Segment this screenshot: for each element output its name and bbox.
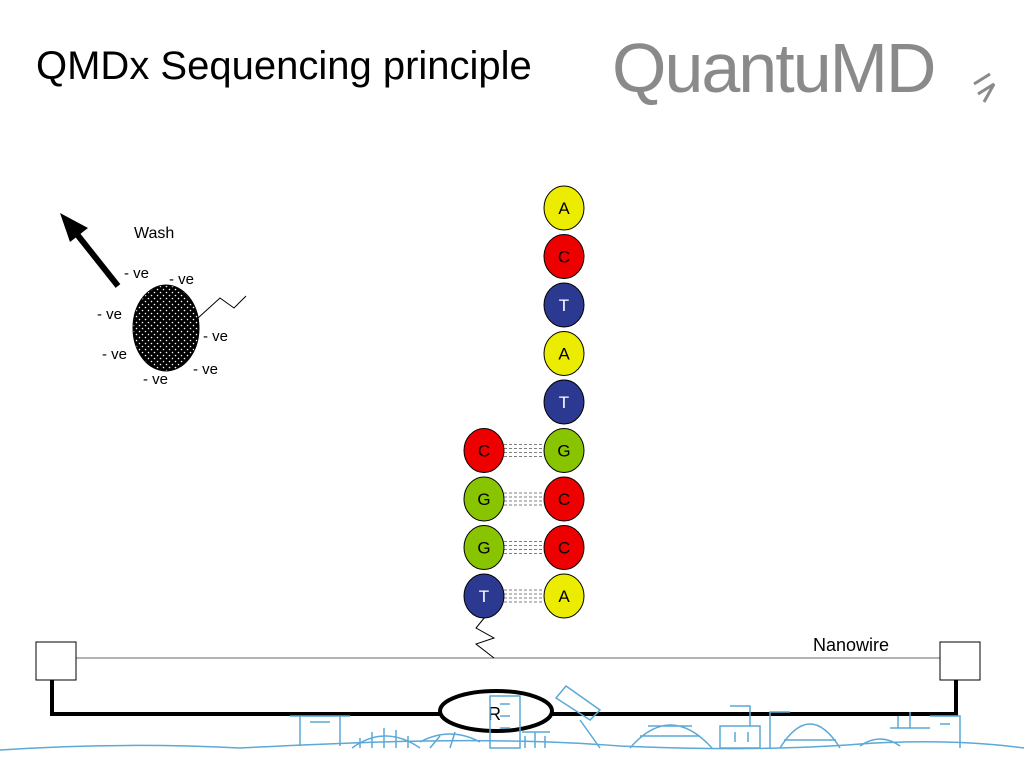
base-c: C (543, 476, 585, 522)
base-a: A (543, 573, 585, 619)
base-circle (463, 428, 505, 473)
base-circle (543, 379, 585, 425)
base-letter: G (477, 490, 490, 509)
base-c: C (543, 525, 585, 570)
wash-arrow-icon (60, 213, 121, 288)
quantumdx-logo: QuantuMD (612, 29, 996, 107)
charge-label: - ve (143, 371, 168, 388)
base-letter: G (557, 442, 570, 461)
base-circle (463, 476, 505, 522)
logo-x-mark-icon (973, 72, 996, 103)
bond-lines (504, 589, 544, 603)
charge-label: - ve (97, 306, 122, 323)
base-circle (543, 331, 585, 376)
base-a: A (543, 331, 585, 376)
nanowire-label: Nanowire (813, 635, 889, 655)
base-g: G (543, 428, 585, 473)
base-circle (543, 185, 585, 231)
base-letter: T (559, 393, 569, 412)
charge-label: - ve (102, 346, 127, 363)
charge-label: - ve (169, 271, 194, 288)
strand-tether (474, 616, 496, 659)
base-letter: G (477, 539, 490, 558)
bond-lines (504, 541, 544, 554)
right-electrode (939, 641, 981, 681)
base-circle (463, 525, 505, 570)
base-circle (543, 476, 585, 522)
base-pair-bonds (504, 444, 544, 603)
resistor-ellipse (438, 689, 554, 733)
primer-strand: C G G T (463, 428, 505, 619)
bead-tether (197, 295, 247, 319)
resistor-label: R (488, 704, 501, 724)
charge-label: - ve (124, 265, 149, 282)
base-a: A (543, 185, 585, 231)
left-electrode (35, 641, 77, 681)
base-t: T (543, 282, 585, 328)
page-title: QMDx Sequencing principle (36, 44, 532, 88)
base-c: C (463, 428, 505, 473)
base-letter: C (558, 539, 570, 558)
base-t: T (463, 573, 505, 619)
base-circle (543, 428, 585, 473)
charged-bead (132, 284, 200, 372)
charge-label: - ve (193, 361, 218, 378)
charge-labels: - ve - ve - ve - ve - ve - ve - ve (97, 265, 228, 388)
base-letter: C (558, 490, 570, 509)
base-t: T (543, 379, 585, 425)
wash-label: Wash (134, 225, 174, 242)
bond-lines (504, 444, 544, 457)
base-letter: A (558, 587, 570, 606)
bond-lines (504, 492, 544, 506)
base-letter: T (479, 587, 489, 606)
template-strand: A C T A T G C C A (543, 185, 585, 619)
base-letter: A (558, 345, 570, 364)
base-c: C (543, 234, 585, 279)
base-circle (543, 282, 585, 328)
base-circle (543, 525, 585, 570)
base-letter: A (558, 199, 570, 218)
base-g: G (463, 525, 505, 570)
base-letter: C (558, 248, 570, 267)
base-circle (543, 234, 585, 279)
logo-text: QuantuMD (612, 29, 934, 107)
charge-label: - ve (203, 328, 228, 345)
base-letter: C (478, 442, 490, 461)
base-circle (463, 573, 505, 619)
skyline-decoration (0, 684, 1024, 751)
base-circle (543, 573, 585, 619)
base-g: G (463, 476, 505, 522)
base-letter: T (559, 296, 569, 315)
